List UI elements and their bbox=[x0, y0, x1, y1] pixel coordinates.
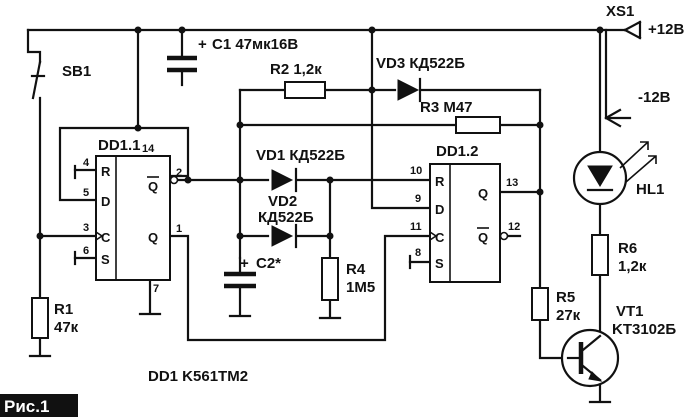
switch-sb1: SB1 bbox=[30, 60, 91, 100]
label-c1-plus: + bbox=[198, 36, 207, 53]
label-dd1-2: DD1.2 bbox=[436, 143, 479, 160]
capacitor-c2: + C2* bbox=[224, 255, 281, 289]
dd12-num-11: 11 bbox=[410, 221, 422, 233]
label-r5: R5 bbox=[556, 289, 575, 306]
dd12-num-12: 12 bbox=[508, 221, 520, 233]
label-vt1: VT1 bbox=[616, 303, 644, 320]
label-vd1: VD1 КД522Б bbox=[256, 147, 345, 164]
figure-caption: Рис.1 bbox=[4, 397, 49, 416]
wire-q-to-dd12-c bbox=[168, 234, 432, 342]
dd12-num-10: 10 bbox=[410, 165, 422, 177]
label-r6: R6 bbox=[618, 240, 637, 257]
wire-dd11-d-loop bbox=[58, 126, 140, 202]
label-vd3: VD3 КД522Б bbox=[376, 55, 465, 72]
dd12-pin-c: C bbox=[435, 230, 445, 245]
dd11-num-14: 14 bbox=[142, 143, 155, 155]
label-r2: R2 1,2к bbox=[270, 61, 322, 78]
label-r5-value: 27к bbox=[556, 307, 581, 324]
chip-dd1-2: DD1.2 R D C S Q Q 10 9 11 8 13 12 bbox=[410, 143, 520, 283]
label-vt1-type: KT3102Б bbox=[612, 321, 676, 338]
wire-dd11-qbar-feedback-top bbox=[136, 126, 190, 178]
diode-vd2: VD2 КД522Б bbox=[258, 193, 314, 249]
wire-sb1-top bbox=[26, 28, 42, 64]
resistor-r4: R4 1M5 bbox=[321, 257, 375, 301]
label-vd2: VD2 bbox=[268, 193, 297, 210]
label-r1: R1 bbox=[54, 301, 73, 318]
wire-minus-12v bbox=[604, 28, 632, 120]
label-r3: R3 M47 bbox=[420, 99, 473, 116]
label-hl1: HL1 bbox=[636, 181, 664, 198]
gnd-r1 bbox=[28, 336, 52, 358]
gnd-c2 bbox=[228, 285, 252, 318]
gnd-vt1 bbox=[588, 382, 612, 404]
dd11-num-2: 2 bbox=[176, 167, 182, 179]
dd11-pin-s: S bbox=[101, 252, 110, 267]
label-c2: C2* bbox=[256, 255, 281, 272]
label-minus-12v: -12В bbox=[638, 89, 671, 106]
dd12-pin-s: S bbox=[435, 256, 444, 271]
chip-dd1-1: DD1.1 R D C S Q Q 14 4 5 3 6 2 1 7 bbox=[83, 137, 182, 295]
resistor-r3: R3 M47 bbox=[420, 99, 501, 134]
label-r4: R4 bbox=[346, 261, 366, 278]
capacitor-c1: + C1 47мк16В bbox=[167, 36, 298, 73]
dd11-num-4: 4 bbox=[83, 157, 90, 169]
resistor-r1: R1 47к bbox=[31, 297, 79, 339]
label-vd2-type: КД522Б bbox=[258, 209, 314, 226]
dd11-num-5: 5 bbox=[83, 187, 89, 199]
diode-vd3: VD3 КД522Б bbox=[376, 55, 465, 103]
label-r4-value: 1M5 bbox=[346, 279, 375, 296]
wire-r5-base bbox=[538, 318, 570, 360]
label-c1: C1 47мк16В bbox=[212, 36, 298, 53]
label-sb1: SB1 bbox=[62, 63, 91, 80]
resistor-r6: R6 1,2к bbox=[591, 234, 647, 276]
dd12-pin-r: R bbox=[435, 174, 445, 189]
diode-vd1: VD1 КД522Б bbox=[256, 147, 345, 193]
figure-note: DD1 K561TM2 bbox=[148, 368, 248, 385]
label-r6-value: 1,2к bbox=[618, 258, 647, 275]
gnd-dd11 bbox=[138, 278, 162, 316]
label-xs1: XS1 bbox=[606, 3, 634, 20]
connector-xs1: XS1 +12В -12В bbox=[604, 3, 684, 128]
dd11-pin-r: R bbox=[101, 164, 111, 179]
resistor-r2: R2 1,2к bbox=[270, 61, 326, 99]
label-r1-value: 47к bbox=[54, 319, 79, 336]
figure-caption-badge: Рис.1 bbox=[0, 394, 78, 417]
dd12-pin-qbar: Q bbox=[478, 230, 488, 245]
led-hl1: HL1 bbox=[572, 141, 664, 206]
label-dd1-1: DD1.1 bbox=[98, 137, 141, 154]
dd11-num-1: 1 bbox=[176, 223, 182, 235]
dd11-pin-c: C bbox=[101, 230, 111, 245]
dd12-num-9: 9 bbox=[415, 193, 421, 205]
gnd-r4 bbox=[318, 298, 342, 320]
dd11-num-3: 3 bbox=[83, 222, 89, 234]
wires bbox=[26, 28, 632, 404]
dd11-num-6: 6 bbox=[83, 245, 89, 257]
dd12-num-8: 8 bbox=[415, 247, 421, 259]
junction-dots bbox=[36, 26, 604, 240]
dd12-pin-q: Q bbox=[478, 186, 488, 201]
dd11-pin-d: D bbox=[101, 194, 110, 209]
dd12-num-13: 13 bbox=[506, 177, 518, 189]
transistor-vt1: VT1 KT3102Б bbox=[560, 303, 676, 388]
dd11-pin-qbar: Q bbox=[148, 179, 158, 194]
resistor-r5: R5 27к bbox=[531, 287, 581, 324]
label-plus-12v: +12В bbox=[648, 21, 684, 38]
dd12-pin-d: D bbox=[435, 202, 444, 217]
dd11-pin-q: Q bbox=[148, 230, 158, 245]
label-c2-plus: + bbox=[240, 255, 249, 272]
dd11-num-7: 7 bbox=[153, 283, 159, 295]
